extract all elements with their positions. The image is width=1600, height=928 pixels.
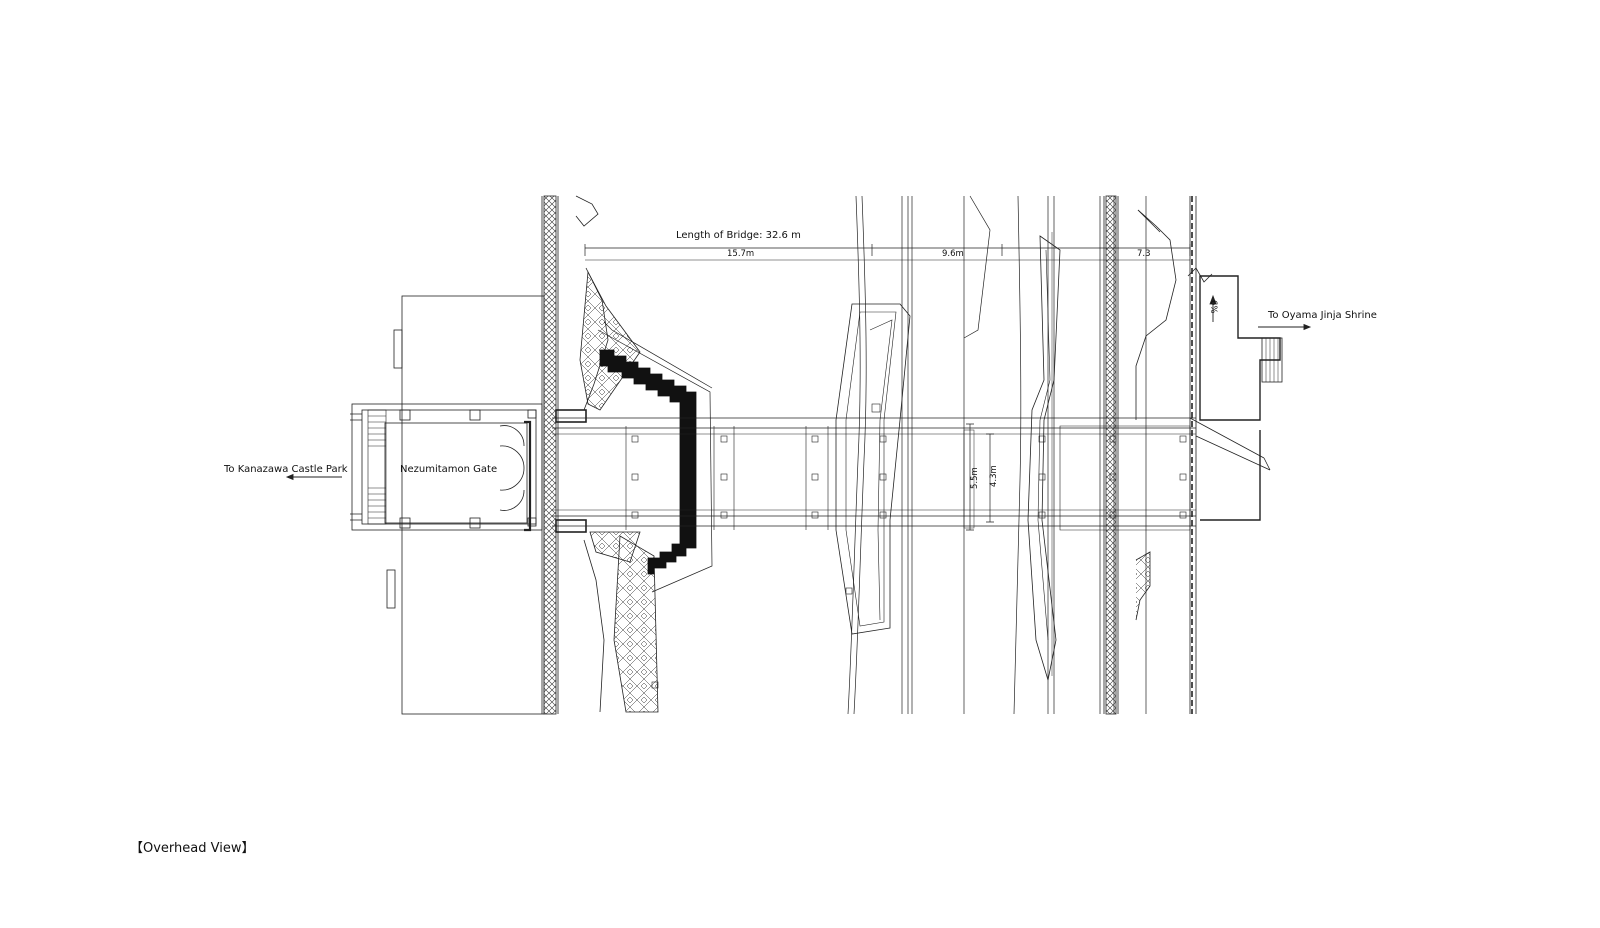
bridge-pier-right bbox=[1027, 232, 1061, 681]
stone-revetment bbox=[579, 270, 713, 713]
road-lanes bbox=[847, 195, 1147, 715]
to-castle-park-label: To Kanazawa Castle Park bbox=[224, 464, 348, 475]
castle-wall-left bbox=[541, 195, 609, 715]
dimension-segment-1: 15.7m bbox=[727, 249, 755, 259]
nezumitamon-gate-building bbox=[350, 295, 545, 715]
gate-name-label: Nezumitamon Gate bbox=[400, 464, 498, 475]
slope-label: 6% bbox=[1208, 300, 1218, 314]
arrow-to-castle-park bbox=[285, 473, 342, 481]
castle-wall-right bbox=[1103, 195, 1197, 715]
shrine-approach bbox=[1187, 267, 1283, 521]
dimension-lines bbox=[584, 244, 1191, 531]
width-outer-label: 5.5m bbox=[970, 467, 980, 489]
black-stepped-wall bbox=[599, 349, 697, 575]
bridge-pier-center bbox=[835, 303, 911, 635]
arrow-to-shrine bbox=[1258, 323, 1312, 331]
dimension-segment-3: 7.3 bbox=[1137, 249, 1151, 259]
bridge-length-label: Length of Bridge: 32.6 m bbox=[676, 230, 801, 241]
to-shrine-label: To Oyama Jinja Shrine bbox=[1268, 310, 1377, 321]
width-inner-label: 4.3m bbox=[989, 465, 999, 487]
view-caption: 【Overhead View】 bbox=[130, 841, 255, 856]
dimension-segment-2: 9.6m bbox=[942, 249, 964, 259]
bridge-deck bbox=[552, 409, 1271, 533]
